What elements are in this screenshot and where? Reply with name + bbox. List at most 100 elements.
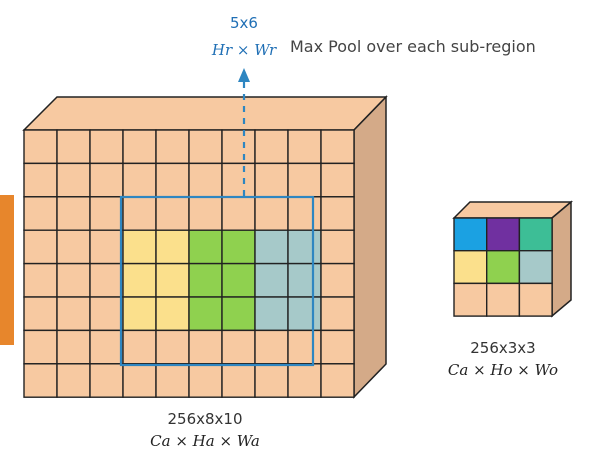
input-cell — [155, 329, 190, 365]
input-cell — [221, 329, 256, 365]
input-cell — [221, 229, 256, 265]
output-cube-front-grid — [453, 217, 553, 317]
input-cell — [155, 162, 190, 198]
input-cell — [254, 229, 289, 265]
input-cell — [89, 296, 124, 332]
output-cell — [453, 282, 488, 317]
input-cell — [221, 262, 256, 298]
input-cell — [89, 329, 124, 365]
output-formula-label: Ca × Ho × Wo — [448, 361, 558, 379]
region-arrow — [238, 68, 250, 196]
input-cell — [56, 363, 91, 398]
output-cell — [518, 282, 553, 317]
input-cell — [188, 129, 223, 165]
input-cell — [89, 162, 124, 198]
input-cell — [287, 129, 322, 165]
input-cell — [287, 262, 322, 298]
input-cell — [155, 129, 190, 165]
input-cell — [89, 229, 124, 265]
output-cell — [453, 217, 488, 252]
output-cell — [453, 249, 488, 285]
input-cell — [221, 296, 256, 332]
input-cell — [122, 162, 157, 198]
input-cell — [320, 296, 355, 332]
input-cell — [254, 329, 289, 365]
input-cell — [287, 162, 322, 198]
input-cell — [320, 262, 355, 298]
input-cell — [23, 129, 58, 165]
input-cell — [188, 363, 223, 398]
input-cell — [188, 162, 223, 198]
input-cube-side — [353, 95, 387, 399]
input-cell — [254, 296, 289, 332]
input-cell — [56, 296, 91, 332]
region-formula-label: Hr × Wr — [211, 41, 277, 59]
region-size-label: 5x6 — [230, 14, 258, 32]
input-cell — [188, 229, 223, 265]
output-cell — [486, 249, 521, 285]
input-cell — [254, 363, 289, 398]
input-cell — [23, 363, 58, 398]
input-cell — [23, 229, 58, 265]
input-cell — [287, 296, 322, 332]
input-cell — [89, 196, 124, 231]
output-cube-side — [551, 200, 572, 318]
input-cell — [23, 296, 58, 332]
output-cell — [486, 282, 521, 317]
input-cell — [89, 262, 124, 298]
input-cell — [254, 196, 289, 231]
input-cell — [221, 196, 256, 231]
input-cell — [122, 363, 157, 398]
left-orange-tab — [0, 195, 14, 345]
annotation-title: Max Pool over each sub-region — [290, 37, 536, 56]
input-cell — [23, 162, 58, 198]
input-cell — [320, 196, 355, 231]
output-cell — [518, 217, 553, 252]
input-size-label: 256x8x10 — [167, 410, 242, 428]
input-cell — [320, 329, 355, 365]
input-cell — [89, 363, 124, 398]
input-cell — [254, 129, 289, 165]
input-cell — [254, 262, 289, 298]
input-cell — [188, 262, 223, 298]
output-cube — [452, 200, 574, 318]
input-cell — [122, 262, 157, 298]
input-cell — [320, 363, 355, 398]
input-cell — [254, 162, 289, 198]
input-cell — [89, 129, 124, 165]
input-cell — [56, 129, 91, 165]
input-cell — [122, 129, 157, 165]
input-cell — [221, 363, 256, 398]
output-cell — [518, 249, 553, 285]
input-cell — [287, 196, 322, 231]
input-cell — [23, 329, 58, 365]
input-cell — [56, 329, 91, 365]
input-cell — [155, 229, 190, 265]
input-cell — [221, 129, 256, 165]
input-cell — [155, 363, 190, 398]
input-cube-top — [22, 96, 388, 131]
input-cube — [22, 95, 388, 399]
input-cell — [155, 196, 190, 231]
output-cell — [486, 217, 521, 252]
input-formula-label: Ca × Ha × Wa — [150, 432, 260, 450]
input-cell — [287, 329, 322, 365]
input-cell — [122, 329, 157, 365]
region-arrow-head — [238, 68, 250, 82]
pooling-region-box — [119, 195, 315, 367]
input-cell — [56, 196, 91, 231]
input-cell — [188, 329, 223, 365]
input-cell — [287, 363, 322, 398]
input-cell — [320, 129, 355, 165]
input-cell — [155, 296, 190, 332]
input-cell — [122, 229, 157, 265]
input-cell — [56, 162, 91, 198]
input-cell — [320, 162, 355, 198]
output-size-label: 256x3x3 — [470, 339, 535, 357]
input-cube-front-grid — [23, 129, 355, 398]
input-cell — [122, 296, 157, 332]
input-cell — [221, 162, 256, 198]
input-cell — [287, 229, 322, 265]
input-cell — [188, 296, 223, 332]
